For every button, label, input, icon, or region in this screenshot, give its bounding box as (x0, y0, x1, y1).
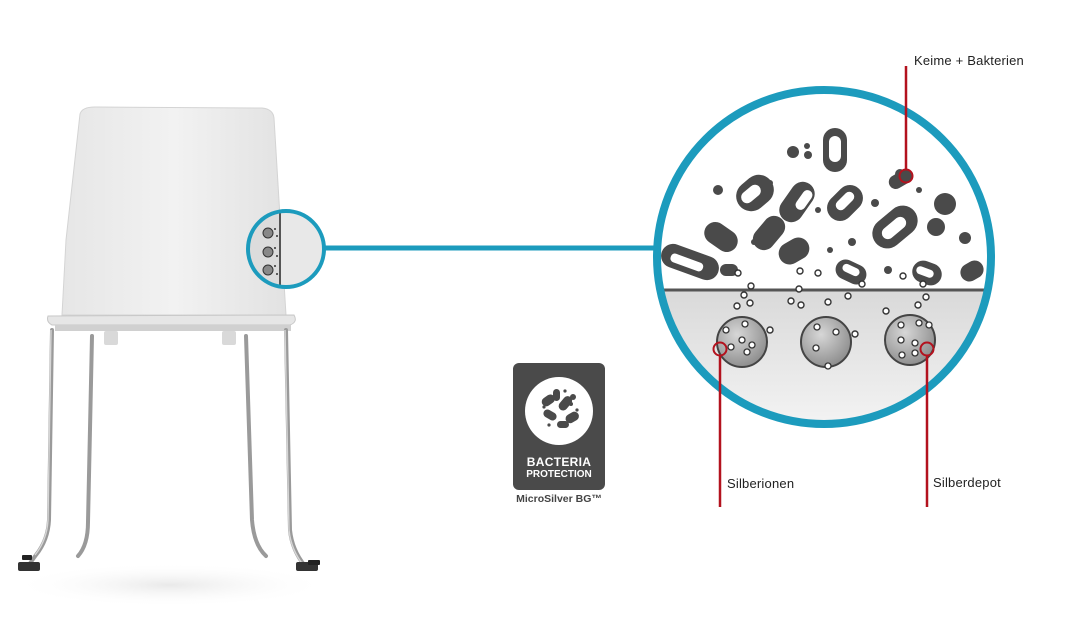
silver-depot-spheres (716, 314, 936, 370)
label-germs-bacteria: Keime + Bakterien (914, 53, 1024, 68)
magnified-surface-diagram (653, 86, 995, 428)
badge-line-bacteria: BACTERIA (526, 455, 592, 469)
chair-seat-rim (55, 325, 291, 331)
callout-silver-ions (712, 341, 728, 507)
callout-silver-depot (919, 341, 935, 507)
label-silver-ions: Silberionen (727, 476, 795, 491)
chair-seat (47, 314, 296, 326)
bacteria-protection-badge: BACTERIA PROTECTION (513, 363, 605, 490)
chair-frame (26, 328, 307, 568)
chair-floor-shadow (10, 563, 330, 607)
small-magnifier (246, 209, 326, 289)
silver-ions (733, 267, 930, 338)
badge-subtitle: MicroSilver BG™ (516, 493, 602, 505)
label-silver-depot: Silberdepot (933, 475, 1001, 490)
callout-germs (898, 66, 914, 184)
chair-backrest (61, 106, 287, 316)
bacteria-circle-icon (525, 377, 593, 445)
chair-illustration (10, 106, 330, 607)
badge-line-protection: PROTECTION (526, 469, 592, 480)
